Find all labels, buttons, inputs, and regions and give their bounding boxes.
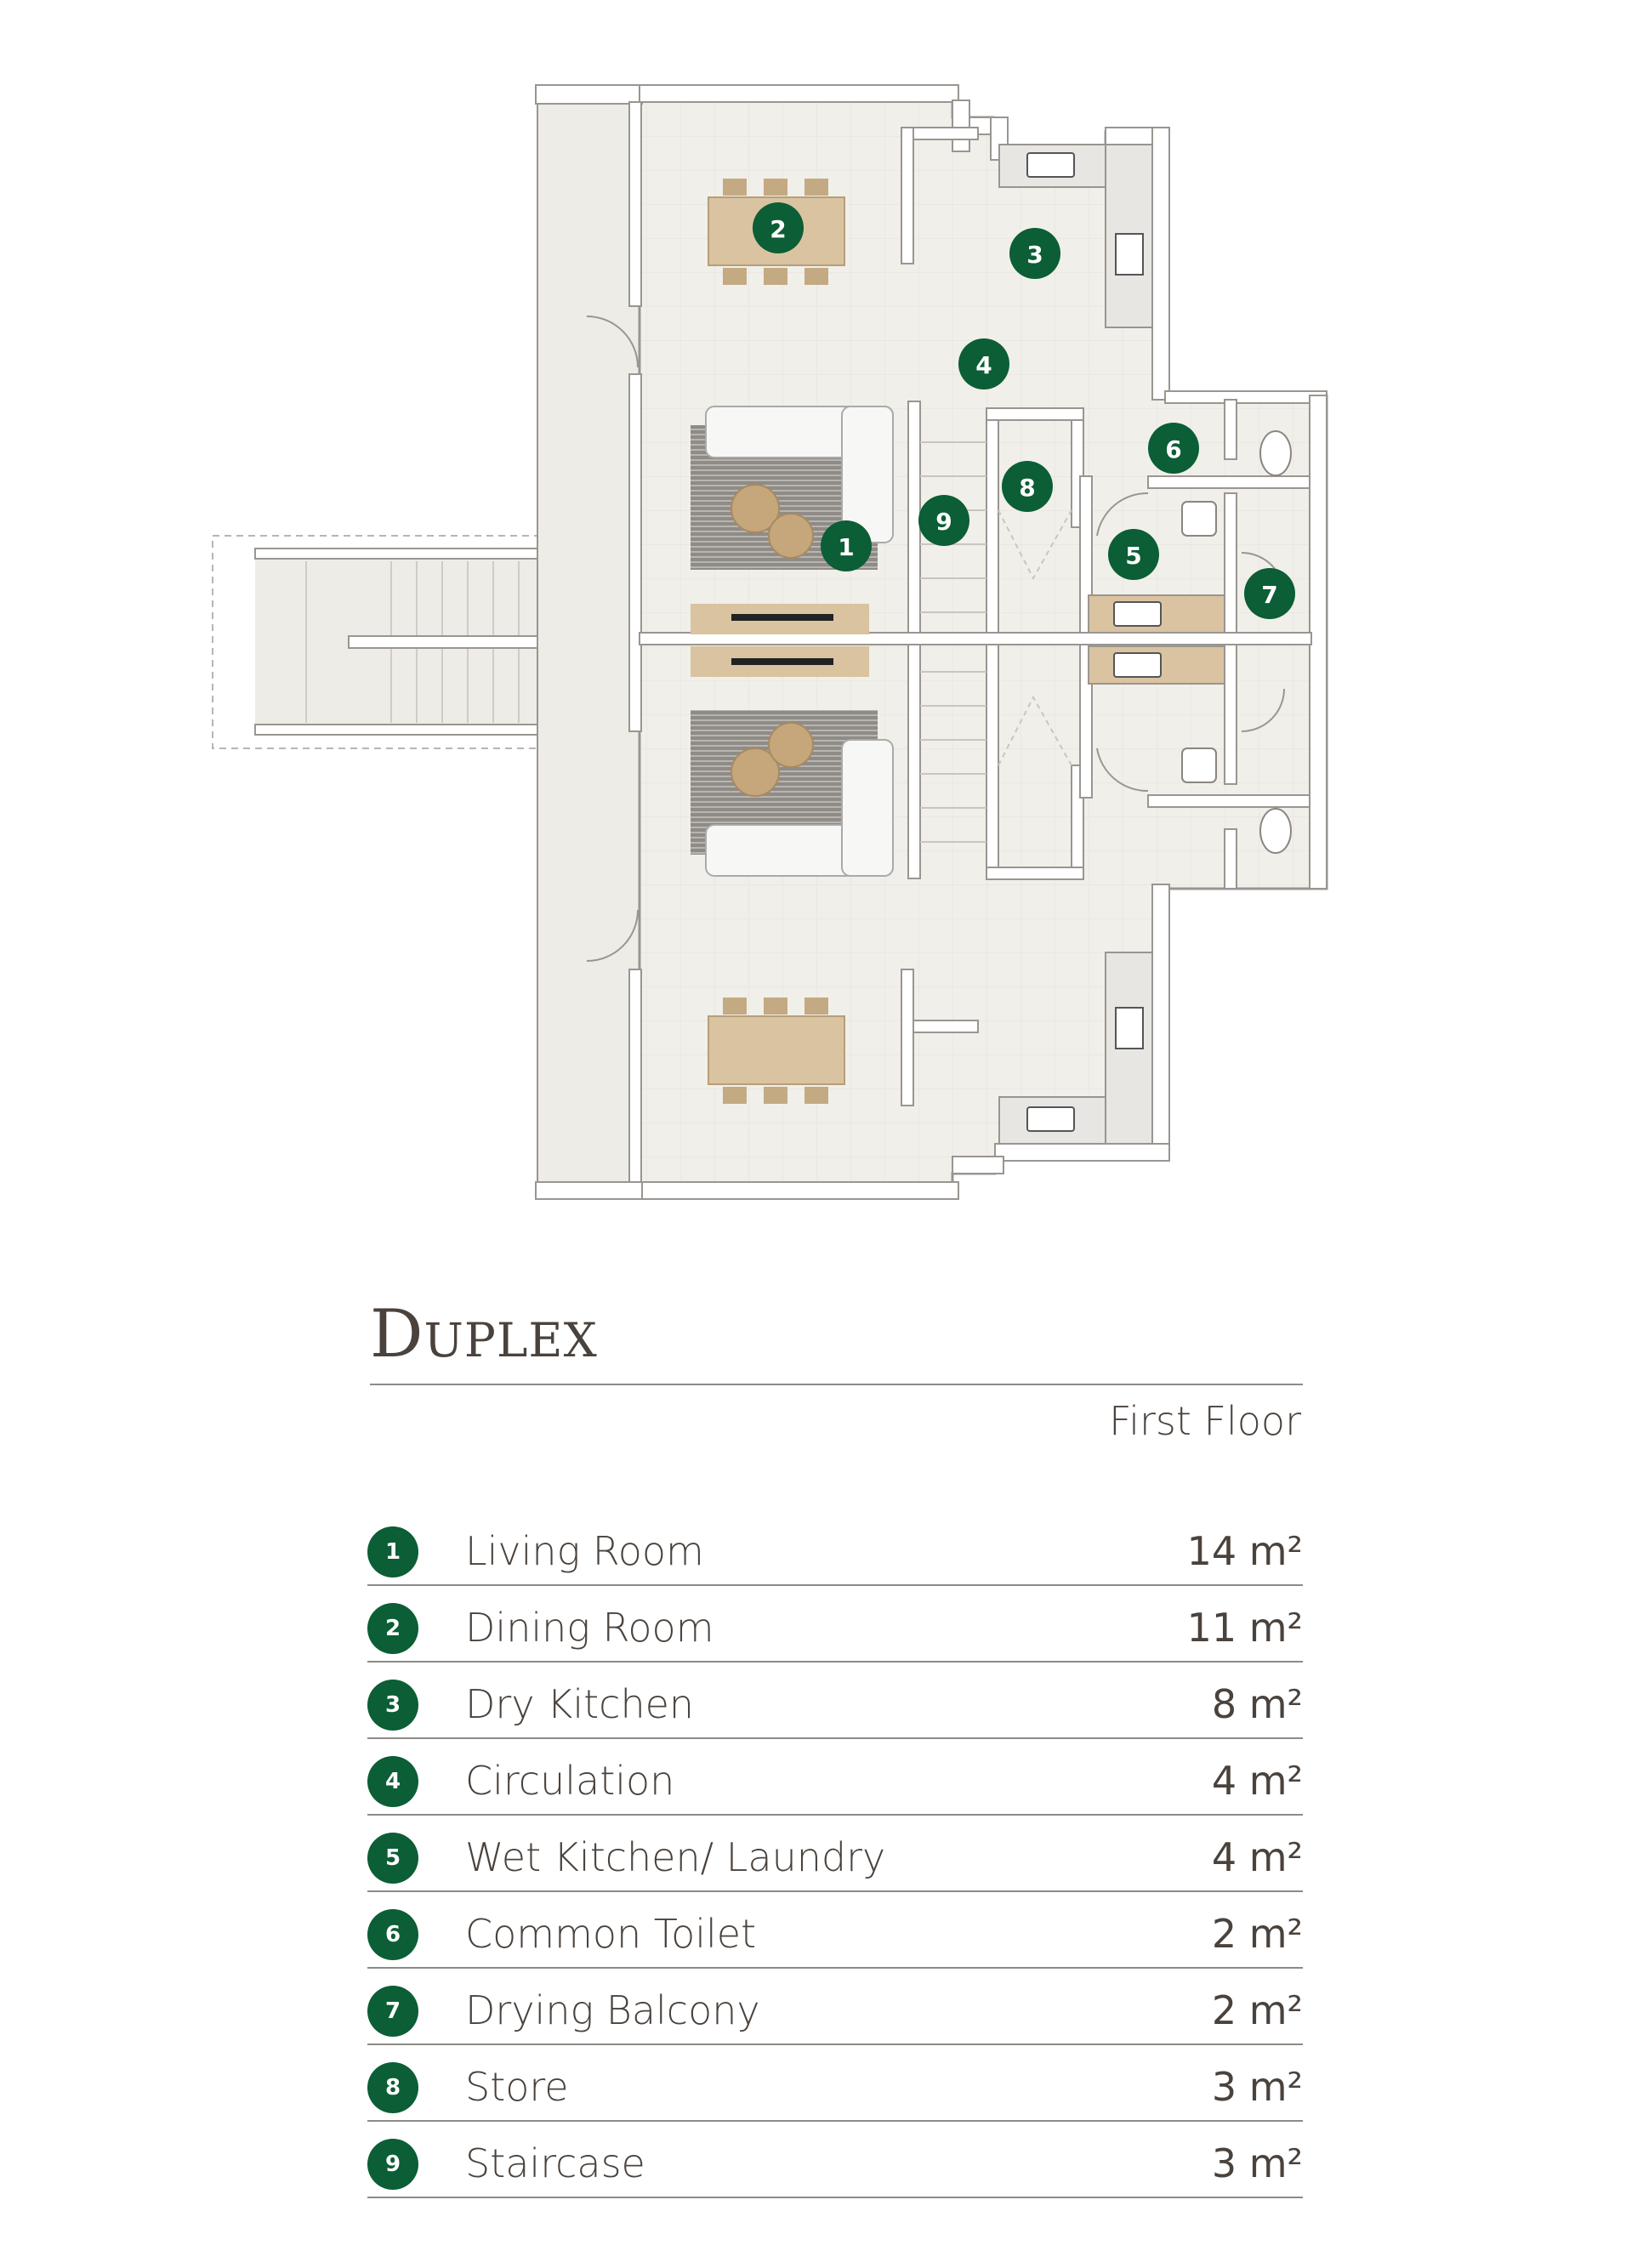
marker-6: 6: [1148, 423, 1199, 474]
room-markers: 2 3 4 6 8 9 1: [753, 202, 1295, 619]
legend-room-name: Drying Balcony: [465, 1987, 760, 2033]
marker-6-label: 6: [1165, 435, 1181, 463]
legend-room-name: Dry Kitchen: [465, 1681, 695, 1727]
legend-badge: 6: [367, 1909, 418, 1960]
marker-9-label: 9: [935, 508, 952, 536]
legend-room-name: Dining Room: [465, 1605, 714, 1651]
legend-badge: 5: [367, 1833, 418, 1884]
marker-7: 7: [1244, 568, 1295, 619]
legend-row: 1 Living Room 14 m²: [367, 1509, 1303, 1586]
marker-8: 8: [1002, 461, 1053, 512]
dining-table-bottom: [708, 998, 845, 1104]
legend-badge: 9: [367, 2139, 418, 2190]
legend-row: 8 Store 3 m²: [367, 2045, 1303, 2122]
legend-room-name: Staircase: [465, 2140, 645, 2186]
legend-badge: 8: [367, 2062, 418, 2113]
legend-badge: 3: [367, 1680, 418, 1731]
living-furniture-bottom: [691, 646, 894, 877]
marker-2: 2: [753, 202, 804, 253]
legend-badge: 2: [367, 1603, 418, 1654]
legend-badge: 7: [367, 1986, 418, 2037]
legend-room-area: 4 m²: [1211, 1758, 1303, 1804]
legend-row: 7 Drying Balcony 2 m²: [367, 1969, 1303, 2045]
legend-badge: 4: [367, 1756, 418, 1807]
marker-7-label: 7: [1261, 581, 1277, 609]
legend-room-name: Living Room: [465, 1528, 704, 1574]
legend-row: 5 Wet Kitchen/ Laundry 4 m²: [367, 1816, 1303, 1892]
marker-5-label: 5: [1125, 542, 1141, 570]
legend-badge: 1: [367, 1526, 418, 1577]
marker-2-label: 2: [770, 215, 786, 243]
entrance-stairs: [212, 535, 566, 749]
marker-3: 3: [1009, 228, 1060, 279]
legend-room-area: 8 m²: [1211, 1681, 1303, 1727]
room-legend: 1 Living Room 14 m² 2 Dining Room 11 m² …: [367, 1509, 1303, 2198]
legend-row: 2 Dining Room 11 m²: [367, 1586, 1303, 1663]
legend-room-area: 2 m²: [1211, 1987, 1303, 2033]
legend-room-area: 3 m²: [1211, 2140, 1303, 2186]
marker-8-label: 8: [1019, 474, 1035, 502]
marker-1: 1: [821, 520, 872, 571]
floor-label: First Floor: [1109, 1398, 1301, 1444]
legend-row: 3 Dry Kitchen 8 m²: [367, 1663, 1303, 1739]
marker-5: 5: [1108, 529, 1159, 580]
floor-plan-drawing: 2 3 4 6 8 9 1: [212, 84, 1328, 1200]
legend-room-area: 4 m²: [1211, 1834, 1303, 1880]
legend-room-area: 11 m²: [1186, 1605, 1303, 1651]
legend-row: 9 Staircase 3 m²: [367, 2122, 1303, 2198]
legend-room-name: Wet Kitchen/ Laundry: [465, 1834, 886, 1880]
marker-4: 4: [958, 338, 1009, 389]
legend-row: 4 Circulation 4 m²: [367, 1739, 1303, 1816]
legend-room-name: Circulation: [465, 1758, 675, 1804]
dining-table-top: [708, 179, 845, 285]
legend-room-name: Store: [465, 2064, 569, 2110]
legend-row: 6 Common Toilet 2 m²: [367, 1892, 1303, 1969]
marker-4-label: 4: [975, 351, 992, 379]
legend-room-area: 3 m²: [1211, 2064, 1303, 2110]
marker-3-label: 3: [1026, 241, 1043, 269]
marker-1-label: 1: [838, 533, 854, 561]
page-title: Duplex: [370, 1296, 598, 1373]
legend-room-area: 14 m²: [1186, 1528, 1303, 1574]
title-divider: [370, 1384, 1303, 1385]
marker-9: 9: [918, 495, 969, 546]
floor-plan: 2 3 4 6 8 9 1: [212, 84, 1328, 1200]
legend-room-name: Common Toilet: [465, 1911, 757, 1957]
living-furniture-top: [691, 406, 894, 634]
legend-room-area: 2 m²: [1211, 1911, 1303, 1957]
